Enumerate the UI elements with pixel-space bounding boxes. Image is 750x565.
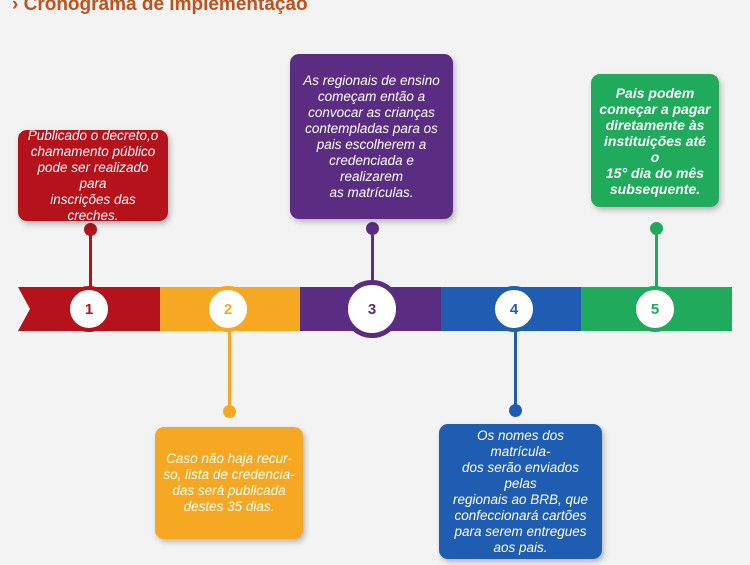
connector-dot-step-3 (366, 222, 379, 235)
step-text-4: Os nomes dos matrícula- dos serão enviad… (452, 427, 589, 555)
step-node-3: 3 (343, 280, 401, 338)
connector-dot-step-4 (509, 404, 522, 417)
connector-step-1 (89, 230, 92, 287)
step-number-1: 1 (72, 292, 106, 326)
ribbon-tail (18, 287, 48, 331)
step-box-5: Pais podem começar a pagar diretamente à… (591, 74, 719, 207)
step-node-2: 2 (205, 286, 251, 332)
step-node-5: 5 (632, 286, 678, 332)
step-number-4: 4 (497, 292, 531, 326)
step-text-5: Pais podem começar a pagar diretamente à… (599, 84, 711, 197)
step-box-4: Os nomes dos matrícula- dos serão enviad… (439, 424, 602, 559)
connector-dot-step-1 (84, 223, 97, 236)
connector-step-4 (514, 331, 517, 409)
connector-step-2 (228, 331, 231, 411)
step-node-4: 4 (491, 286, 537, 332)
step-text-2: Caso não haja recur- so, lista de creden… (163, 451, 295, 514)
step-text-1: Publicado o decreto,o chamamento público… (27, 127, 159, 223)
connector-step-5 (655, 235, 658, 287)
connector-dot-step-5 (650, 222, 663, 235)
connector-dot-step-2 (223, 405, 236, 418)
connector-step-3 (371, 235, 374, 287)
page-title: › Cronograma de implementação (12, 0, 308, 15)
step-text-3: As regionais de ensino começam então a c… (303, 72, 440, 200)
step-number-5: 5 (638, 292, 672, 326)
step-box-1: Publicado o decreto,o chamamento público… (18, 127, 168, 223)
step-box-2: Caso não haja recur- so, lista de creden… (155, 427, 303, 539)
step-number-3: 3 (352, 289, 392, 329)
step-box-3: As regionais de ensino começam então a c… (290, 54, 453, 219)
step-number-2: 2 (211, 292, 245, 326)
step-node-1: 1 (66, 286, 112, 332)
